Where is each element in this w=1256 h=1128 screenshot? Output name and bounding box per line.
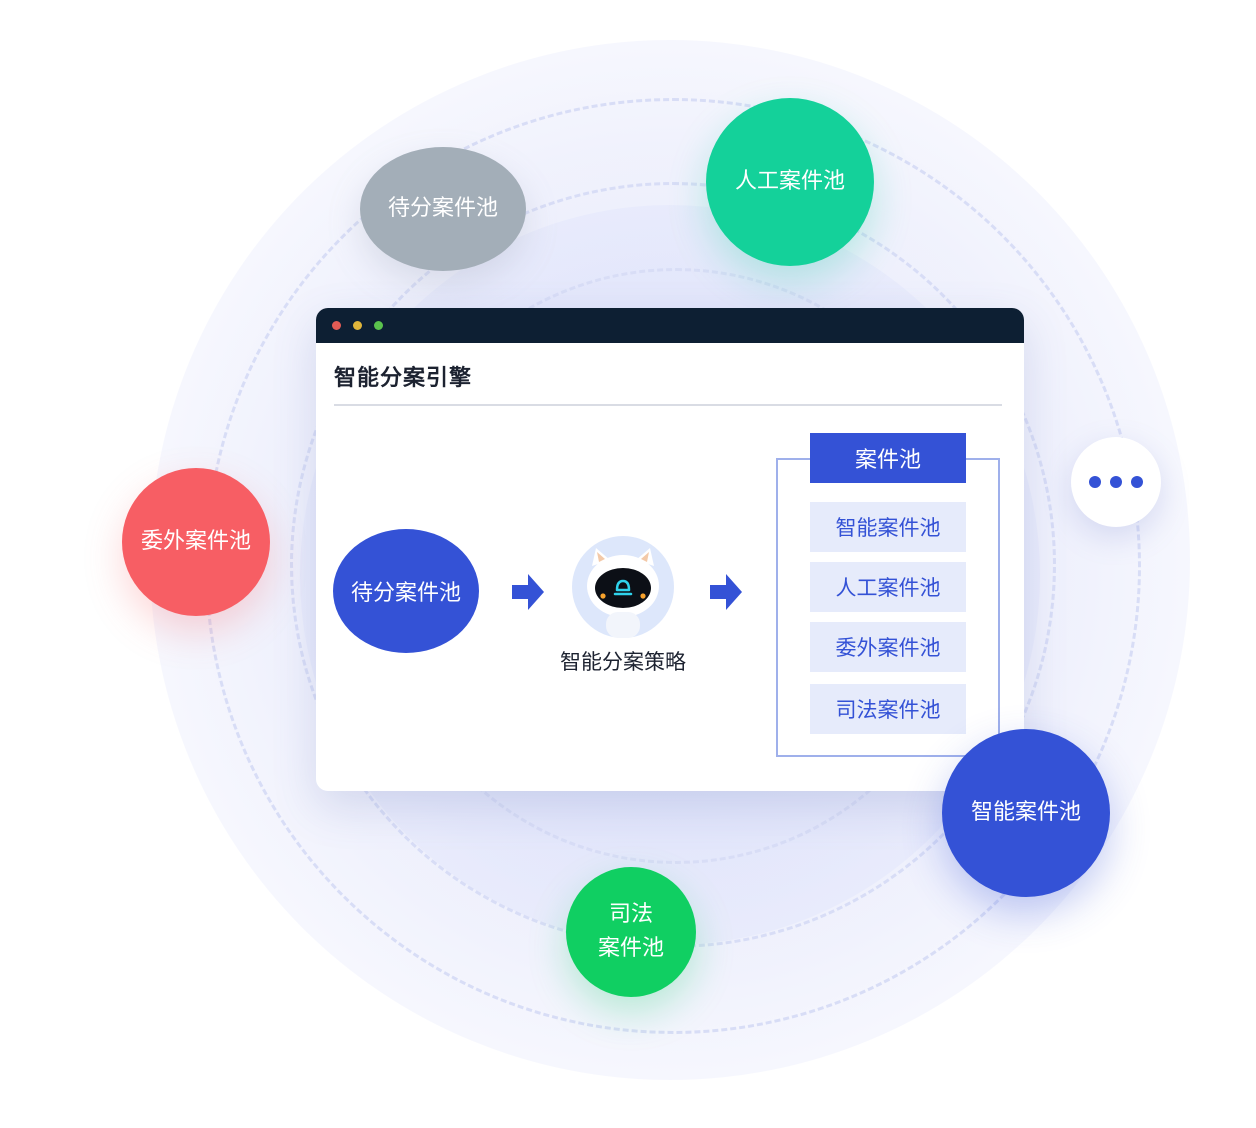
judicial-pool-bubble: 司法 案件池 bbox=[566, 867, 696, 997]
pool-list-item-label: 智能案件池 bbox=[835, 516, 941, 540]
more-dots-icon bbox=[1131, 476, 1143, 488]
judicial-pool-label: 司法 案件池 bbox=[598, 898, 664, 966]
more-button[interactable] bbox=[1071, 437, 1161, 527]
window-close-dot bbox=[332, 321, 341, 330]
pool-list-item-label: 人工案件池 bbox=[835, 576, 941, 600]
input-pending-pool: 待分案件池 bbox=[333, 529, 479, 653]
pool-list-header: 案件池 bbox=[810, 433, 966, 483]
strategy-label: 智能分案策略 bbox=[560, 650, 686, 674]
pending-pool-bubble: 待分案件池 bbox=[360, 147, 526, 271]
window-titlebar bbox=[316, 308, 1024, 343]
robot-avatar-icon bbox=[572, 536, 674, 638]
judicial-pool-label-line1: 司法 bbox=[608, 902, 653, 927]
more-dots-icon bbox=[1110, 476, 1122, 488]
pending-pool-label: 待分案件池 bbox=[387, 196, 498, 221]
smart-pool-label: 智能案件池 bbox=[970, 800, 1081, 825]
smart-pool-bubble: 智能案件池 bbox=[942, 729, 1110, 897]
arrow-right-icon bbox=[512, 574, 544, 610]
pool-list-item-label: 司法案件池 bbox=[835, 698, 941, 722]
pool-list-item-judicial: 司法案件池 bbox=[810, 684, 966, 734]
judicial-pool-label-line2: 案件池 bbox=[597, 936, 664, 961]
window-maximize-dot bbox=[374, 321, 383, 330]
more-dots-icon bbox=[1089, 476, 1101, 488]
pool-list-item-label: 委外案件池 bbox=[835, 636, 941, 660]
outsourced-pool-label: 委外案件池 bbox=[140, 529, 251, 554]
pool-list-header-label: 案件池 bbox=[854, 448, 921, 473]
input-pending-pool-label: 待分案件池 bbox=[350, 581, 461, 606]
pool-list-item-smart: 智能案件池 bbox=[810, 502, 966, 552]
outsourced-pool-bubble: 委外案件池 bbox=[122, 468, 270, 616]
engine-title: 智能分案引擎 bbox=[334, 366, 473, 391]
manual-pool-bubble: 人工案件池 bbox=[706, 98, 874, 266]
manual-pool-label: 人工案件池 bbox=[734, 169, 845, 194]
window-minimize-dot bbox=[353, 321, 362, 330]
engine-window: 智能分案引擎 待分案件池 智能分案策略 案件池 bbox=[316, 308, 1024, 791]
pool-list-item-outsourced: 委外案件池 bbox=[810, 622, 966, 672]
pool-list-item-manual: 人工案件池 bbox=[810, 562, 966, 612]
arrow-right-icon bbox=[710, 574, 742, 610]
title-divider bbox=[334, 404, 1002, 406]
